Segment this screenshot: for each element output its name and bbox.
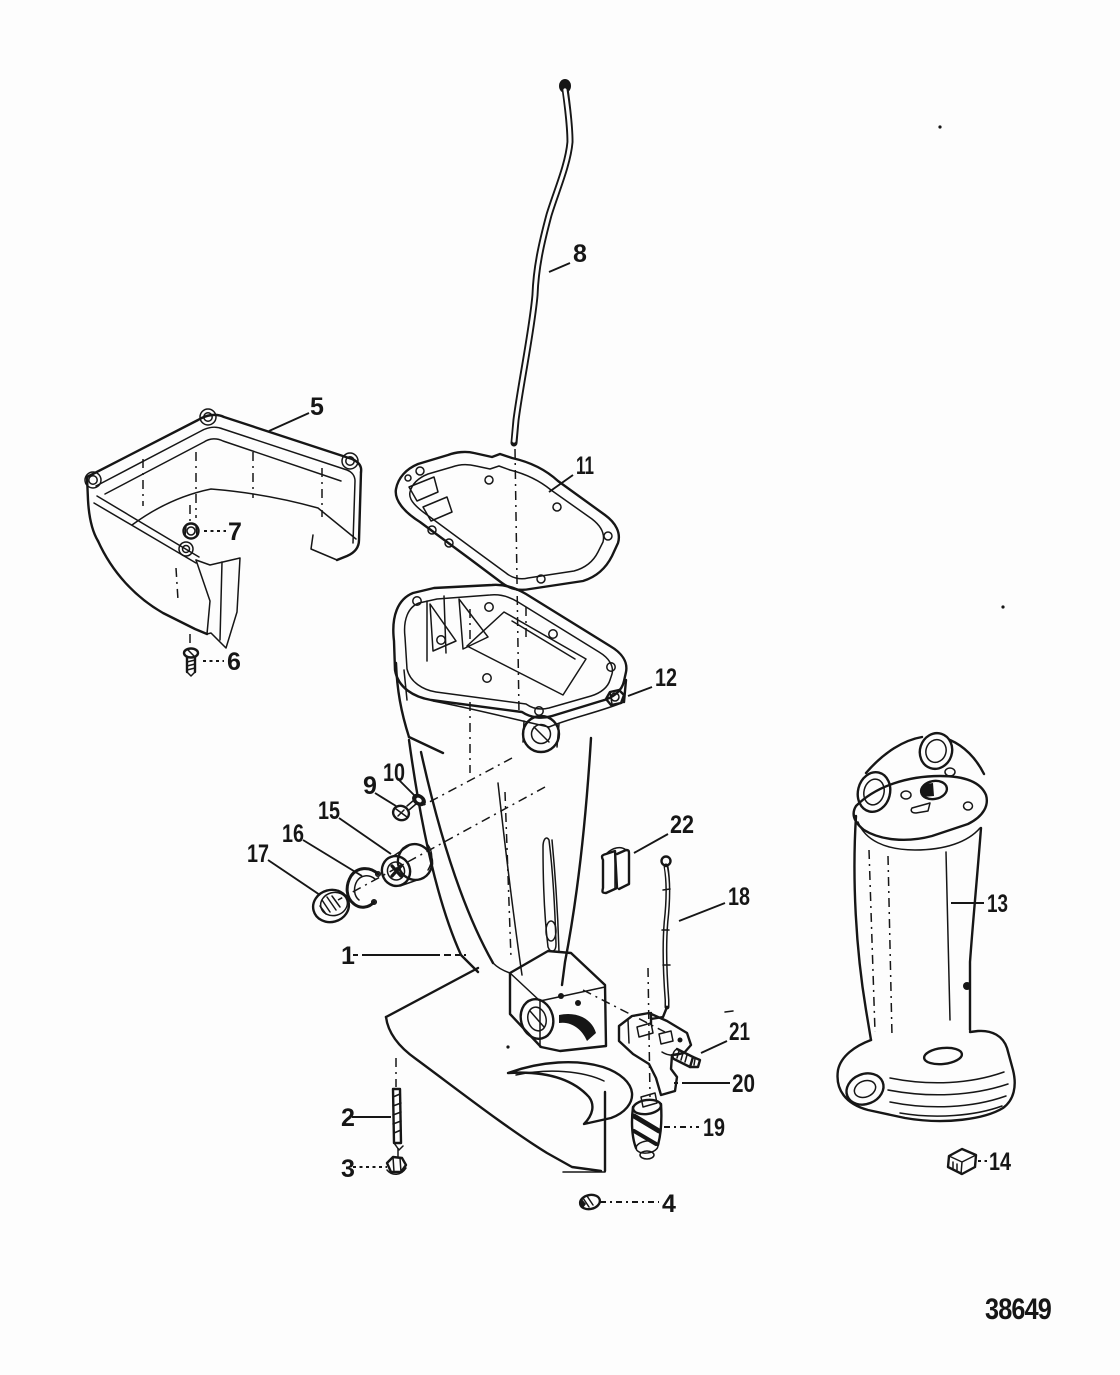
- part-11-gasket: [394, 450, 620, 591]
- callout-22-leader: [633, 833, 669, 854]
- callout-2: 2: [341, 1104, 391, 1132]
- callout-17: 17: [247, 840, 321, 896]
- assembly-centerlines: [582, 967, 666, 1098]
- part-4-plug: [578, 1193, 602, 1211]
- callout-4: 4: [600, 1190, 676, 1218]
- callout-5-label: 5: [310, 393, 324, 421]
- assembly-centerline: [514, 448, 520, 714]
- callout-22: 22: [633, 811, 694, 854]
- part-3-nut: [385, 1155, 408, 1175]
- part-8-shift-rod: [510, 79, 574, 714]
- callout-5-leader: [268, 412, 310, 432]
- part-21-screw: [672, 1047, 702, 1069]
- callout-9-label: 9: [363, 772, 377, 800]
- callout-19: 19: [664, 1114, 725, 1142]
- drawing-number: 38649: [985, 1293, 1051, 1326]
- part-12-nut: [604, 688, 626, 707]
- callout-21-leader: [700, 1040, 728, 1054]
- callout-15-label: 15: [318, 797, 340, 825]
- callout-18-leader: [678, 902, 726, 922]
- part-18-link-rod: [649, 855, 672, 1026]
- part-17-cap: [311, 888, 351, 924]
- callout-13: 13: [951, 890, 1008, 918]
- callout-1-label: 1: [341, 942, 355, 970]
- callout-18: 18: [678, 883, 750, 922]
- callout-15: 15: [318, 797, 392, 855]
- part-5-exhaust-cover: [84, 408, 363, 649]
- callout-10-leader: [398, 779, 415, 796]
- callout-2-label: 2: [341, 1104, 355, 1132]
- callout-20: 20: [674, 1070, 755, 1098]
- callout-7: 7: [204, 518, 242, 546]
- part-14-nut: [946, 1147, 978, 1176]
- callout-16-leader: [302, 839, 363, 877]
- callout-20-label: 20: [732, 1070, 755, 1098]
- callout-16-label: 16: [282, 820, 304, 848]
- callout-22-label: 22: [670, 811, 694, 839]
- callout-17-leader: [267, 859, 321, 896]
- callout-14-label: 14: [989, 1148, 1011, 1176]
- part-13-swivel-bracket: [836, 731, 1016, 1123]
- part-19-cam-follower: [630, 1092, 663, 1160]
- callout-9: 9: [363, 772, 397, 807]
- callout-8-label: 8: [573, 240, 587, 268]
- part-7-nut: [182, 505, 200, 540]
- callout-3-label: 3: [341, 1155, 355, 1183]
- part-6-screw: [182, 634, 200, 677]
- part-15-bushing: [380, 842, 434, 888]
- callout-3: 3: [341, 1155, 387, 1183]
- callout-10-label: 10: [383, 759, 405, 787]
- part-10-washer: [412, 793, 426, 807]
- callout-13-label: 13: [987, 890, 1008, 918]
- callout-5: 5: [268, 393, 324, 432]
- print-specks: [506, 125, 1005, 1049]
- callout-12: 12: [627, 664, 677, 697]
- part-2-pin: [391, 1058, 404, 1158]
- callout-11-label: 11: [576, 452, 594, 480]
- callout-14: 14: [978, 1148, 1011, 1176]
- callout-7-label: 7: [228, 518, 242, 546]
- callout-4-label: 4: [662, 1190, 676, 1218]
- callout-16: 16: [282, 820, 363, 877]
- callout-10: 10: [383, 759, 415, 796]
- callout-6-label: 6: [227, 648, 241, 676]
- part-22-clip: [600, 846, 631, 895]
- callout-6: 6: [203, 648, 241, 676]
- callout-17-label: 17: [247, 840, 269, 868]
- callout-19-label: 19: [703, 1114, 725, 1142]
- part-20-shift-cam: [617, 1011, 693, 1097]
- callout-12-leader: [627, 686, 653, 697]
- callout-15-leader: [338, 817, 392, 855]
- part-1-driveshaft-housing: [384, 583, 634, 1173]
- callout-21-label: 21: [729, 1018, 750, 1046]
- callout-8-leader: [548, 262, 571, 273]
- callout-1: 1: [341, 942, 466, 970]
- callout-21: 21: [700, 1018, 750, 1054]
- callout-11: 11: [548, 452, 594, 493]
- axis-9-10: [419, 757, 513, 808]
- axis-15-16-17: [337, 786, 546, 901]
- callout-11-leader: [548, 474, 574, 493]
- callout-9-leader: [374, 792, 397, 807]
- callout-8: 8: [548, 240, 587, 273]
- callout-18-label: 18: [728, 883, 750, 911]
- callout-12-label: 12: [655, 664, 677, 692]
- part-16-snap-ring: [345, 867, 382, 909]
- part-9-screw: [391, 799, 417, 822]
